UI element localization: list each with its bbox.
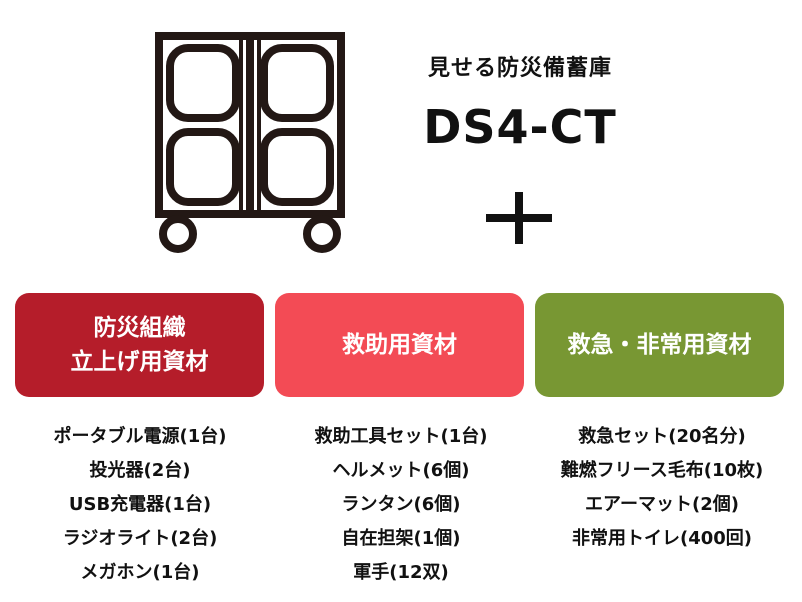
category-tile-first-aid: 救急・非常用資材 (535, 293, 784, 397)
category-title-line: 救助用資材 (342, 332, 457, 358)
list-item: USB充電器(1台) (68, 494, 212, 515)
category-title-line: 立上げ用資材 (70, 349, 209, 375)
list-item: 難燃フリース毛布(10枚) (560, 460, 764, 481)
list-item: ヘルメット(6個) (332, 460, 470, 481)
product-subtitle: 見せる防災備蓄庫 (427, 56, 612, 81)
storage-cabinet-on-wheels-icon (155, 32, 345, 253)
plus-icon (486, 192, 552, 244)
list-item: エアーマット(2個) (585, 494, 739, 515)
category-title-line: 防災組織 (93, 315, 186, 341)
category-tile-rescue: 救助用資材 (275, 293, 524, 397)
category-title-line: 救急・非常用資材 (567, 332, 752, 358)
list-item: ラジオライト(2台) (62, 528, 218, 549)
list-item: ランタン(6個) (341, 494, 461, 515)
list-item: 非常用トイレ(400回) (571, 528, 753, 549)
list-item: 救急セット(20名分) (578, 426, 746, 447)
list-item: 自在担架(1個) (341, 528, 461, 549)
list-item: メガホン(1台) (80, 562, 200, 583)
organization-items-list: ポータブル電源(1台) 投光器(2台) USB充電器(1台) ラジオライト(2台… (10, 420, 270, 590)
product-model-title: DS4-CT (423, 100, 617, 154)
list-item: ポータブル電源(1台) (53, 426, 227, 447)
list-item: 軍手(12双) (353, 562, 449, 583)
first-aid-items-list: 救急セット(20名分) 難燃フリース毛布(10枚) エアーマット(2個) 非常用… (532, 420, 792, 556)
category-tile-organization: 防災組織 立上げ用資材 (15, 293, 264, 397)
list-item: 救助工具セット(1台) (314, 426, 488, 447)
rescue-items-list: 救助工具セット(1台) ヘルメット(6個) ランタン(6個) 自在担架(1個) … (271, 420, 531, 590)
list-item: 投光器(2台) (89, 460, 191, 481)
